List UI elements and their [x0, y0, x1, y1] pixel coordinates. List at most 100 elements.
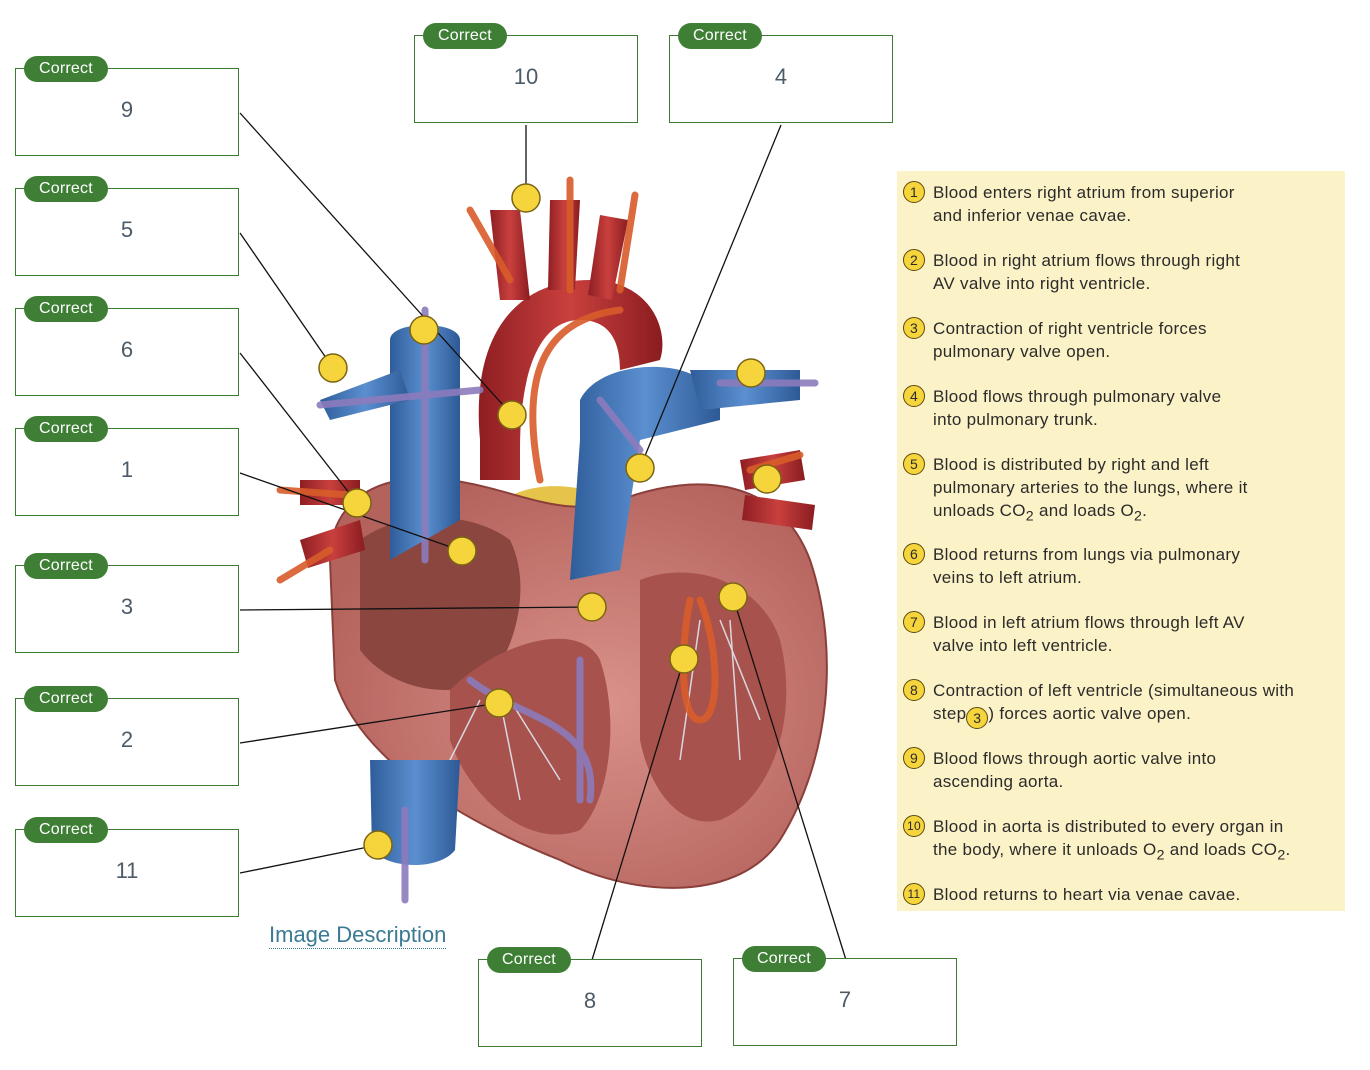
- drop-zone-value: 2: [120, 727, 134, 752]
- hotspot-5b: [736, 358, 766, 388]
- hotspot-4: [625, 453, 655, 483]
- correct-badge: Correct: [24, 176, 108, 202]
- correct-badge: Correct: [24, 817, 108, 843]
- drop-zone-2[interactable]: Correct 2: [15, 686, 239, 786]
- legend-step-11: 11 Blood returns to heart via venae cava…: [903, 883, 1341, 906]
- steps-legend: 1 Blood enters right atrium from superio…: [897, 171, 1345, 911]
- drop-zone-value: 3: [120, 594, 134, 619]
- step-number-badge: 9: [903, 747, 925, 769]
- step-number-badge: 8: [903, 679, 925, 701]
- step-number-badge: 2: [903, 249, 925, 271]
- step-text-line: the body, where it unloads O2 and loads …: [933, 838, 1341, 867]
- subscript: 2: [1277, 847, 1286, 864]
- drop-zone-1[interactable]: Correct 1: [15, 416, 239, 516]
- drop-zone-8[interactable]: Correct 8: [478, 947, 702, 1047]
- step-number-badge: 10: [903, 815, 925, 837]
- drop-zone-value: 11: [115, 858, 139, 883]
- step-number-badge: 4: [903, 385, 925, 407]
- hotspot-9: [497, 400, 527, 430]
- correct-badge: Correct: [24, 296, 108, 322]
- correct-badge: Correct: [24, 686, 108, 712]
- drop-zone-6[interactable]: Correct 6: [15, 296, 239, 396]
- step-text-line: into pulmonary trunk.: [933, 410, 1099, 429]
- drop-zone-7[interactable]: Correct 7: [733, 946, 957, 1046]
- text-fragment: .: [1285, 840, 1291, 859]
- legend-step-9: 9 Blood flows through aortic valve into …: [903, 747, 1341, 793]
- text-fragment: unloads CO: [933, 501, 1026, 520]
- correct-badge: Correct: [24, 553, 108, 579]
- correct-badge: Correct: [24, 416, 108, 442]
- step-text-line: pulmonary valve open.: [933, 342, 1111, 361]
- correct-badge: Correct: [487, 947, 571, 973]
- step-number-badge: 1: [903, 181, 925, 203]
- drop-zone-5[interactable]: Correct 5: [15, 176, 239, 276]
- legend-step-6: 6 Blood returns from lungs via pulmonary…: [903, 543, 1341, 589]
- step-text-line: pulmonary arteries to the lungs, where i…: [933, 478, 1248, 497]
- legend-step-3: 3 Contraction of right ventricle forces …: [903, 317, 1341, 363]
- step-text-line: valve into left ventricle.: [933, 636, 1113, 655]
- hotspot-6: [342, 488, 372, 518]
- legend-step-7: 7 Blood in left atrium flows through lef…: [903, 611, 1341, 657]
- text-fragment: and loads CO: [1164, 840, 1278, 859]
- hotspot-11: [363, 830, 393, 860]
- step-reference-badge: 3: [966, 707, 989, 729]
- hotspot-8: [669, 644, 699, 674]
- text-fragment: the body, where it unloads O: [933, 840, 1157, 859]
- text-fragment: step: [933, 704, 967, 723]
- step-text-line: Contraction of right ventricle forces: [933, 319, 1207, 338]
- drop-zone-value: 5: [120, 217, 134, 242]
- step-text-line: Blood in right atrium flows through righ…: [933, 251, 1241, 270]
- legend-step-8: 8 Contraction of left ventricle (simulta…: [903, 679, 1341, 729]
- legend-step-2: 2 Blood in right atrium flows through ri…: [903, 249, 1341, 295]
- step-text-line: and inferior venae cavae.: [933, 206, 1132, 225]
- hotspot-1: [447, 536, 477, 566]
- step-text-line: Contraction of left ventricle (simultane…: [933, 681, 1295, 700]
- correct-badge: Correct: [24, 56, 108, 82]
- step-text-line: Blood enters right atrium from superior: [933, 183, 1235, 202]
- legend-step-5: 5 Blood is distributed by right and left…: [903, 453, 1341, 528]
- drop-zone-4[interactable]: Correct 4: [669, 23, 893, 123]
- hotspot-3: [577, 592, 607, 622]
- image-description-link[interactable]: Image Description: [269, 922, 447, 949]
- drop-zone-value: 8: [583, 988, 597, 1013]
- drop-zone-10[interactable]: Correct 10: [414, 23, 638, 123]
- text-fragment: and loads O: [1033, 501, 1134, 520]
- text-fragment: ) forces aortic valve open.: [988, 704, 1192, 723]
- correct-badge: Correct: [742, 946, 826, 972]
- hotspot-7: [718, 582, 748, 612]
- step-text-line: Blood flows through aortic valve into: [933, 749, 1217, 768]
- step-text-line: veins to left atrium.: [933, 568, 1082, 587]
- hotspot-10: [511, 183, 541, 213]
- step-text-line: AV valve into right ventricle.: [933, 274, 1151, 293]
- step-text-line: Blood in aorta is distributed to every o…: [933, 817, 1284, 836]
- correct-badge: Correct: [423, 23, 507, 49]
- legend-step-4: 4 Blood flows through pulmonary valve in…: [903, 385, 1341, 431]
- drop-zone-value: 9: [120, 97, 134, 122]
- step-text-line: Blood returns from lungs via pulmonary: [933, 545, 1241, 564]
- drop-zone-value: 4: [774, 64, 788, 89]
- legend-step-1: 1 Blood enters right atrium from superio…: [903, 181, 1341, 227]
- text-fragment: .: [1142, 501, 1148, 520]
- step-text-line: ascending aorta.: [933, 772, 1064, 791]
- hotspot-1a: [409, 315, 439, 345]
- hotspot-2: [484, 688, 514, 718]
- subscript: 2: [1133, 508, 1143, 525]
- drop-zone-11[interactable]: Correct 11: [15, 817, 239, 917]
- drop-zone-value: 1: [120, 457, 134, 482]
- drop-zone-value: 6: [120, 337, 134, 362]
- step-number-badge: 6: [903, 543, 925, 565]
- step-text-line: Blood in left atrium flows through left …: [933, 613, 1245, 632]
- step-number-badge: 11: [903, 883, 925, 905]
- hotspot-5a: [318, 353, 348, 383]
- drop-zone-value: 7: [838, 987, 852, 1012]
- hotspot-6b: [752, 464, 782, 494]
- subscript: 2: [1156, 847, 1165, 864]
- step-text-line: Blood flows through pulmonary valve: [933, 387, 1222, 406]
- step-text-line: Blood returns to heart via venae cavae.: [933, 885, 1241, 904]
- step-number-badge: 3: [903, 317, 925, 339]
- step-text-line: Blood is distributed by right and left: [933, 455, 1209, 474]
- drop-zone-9[interactable]: Correct 9: [15, 56, 239, 156]
- drop-zone-3[interactable]: Correct 3: [15, 553, 239, 653]
